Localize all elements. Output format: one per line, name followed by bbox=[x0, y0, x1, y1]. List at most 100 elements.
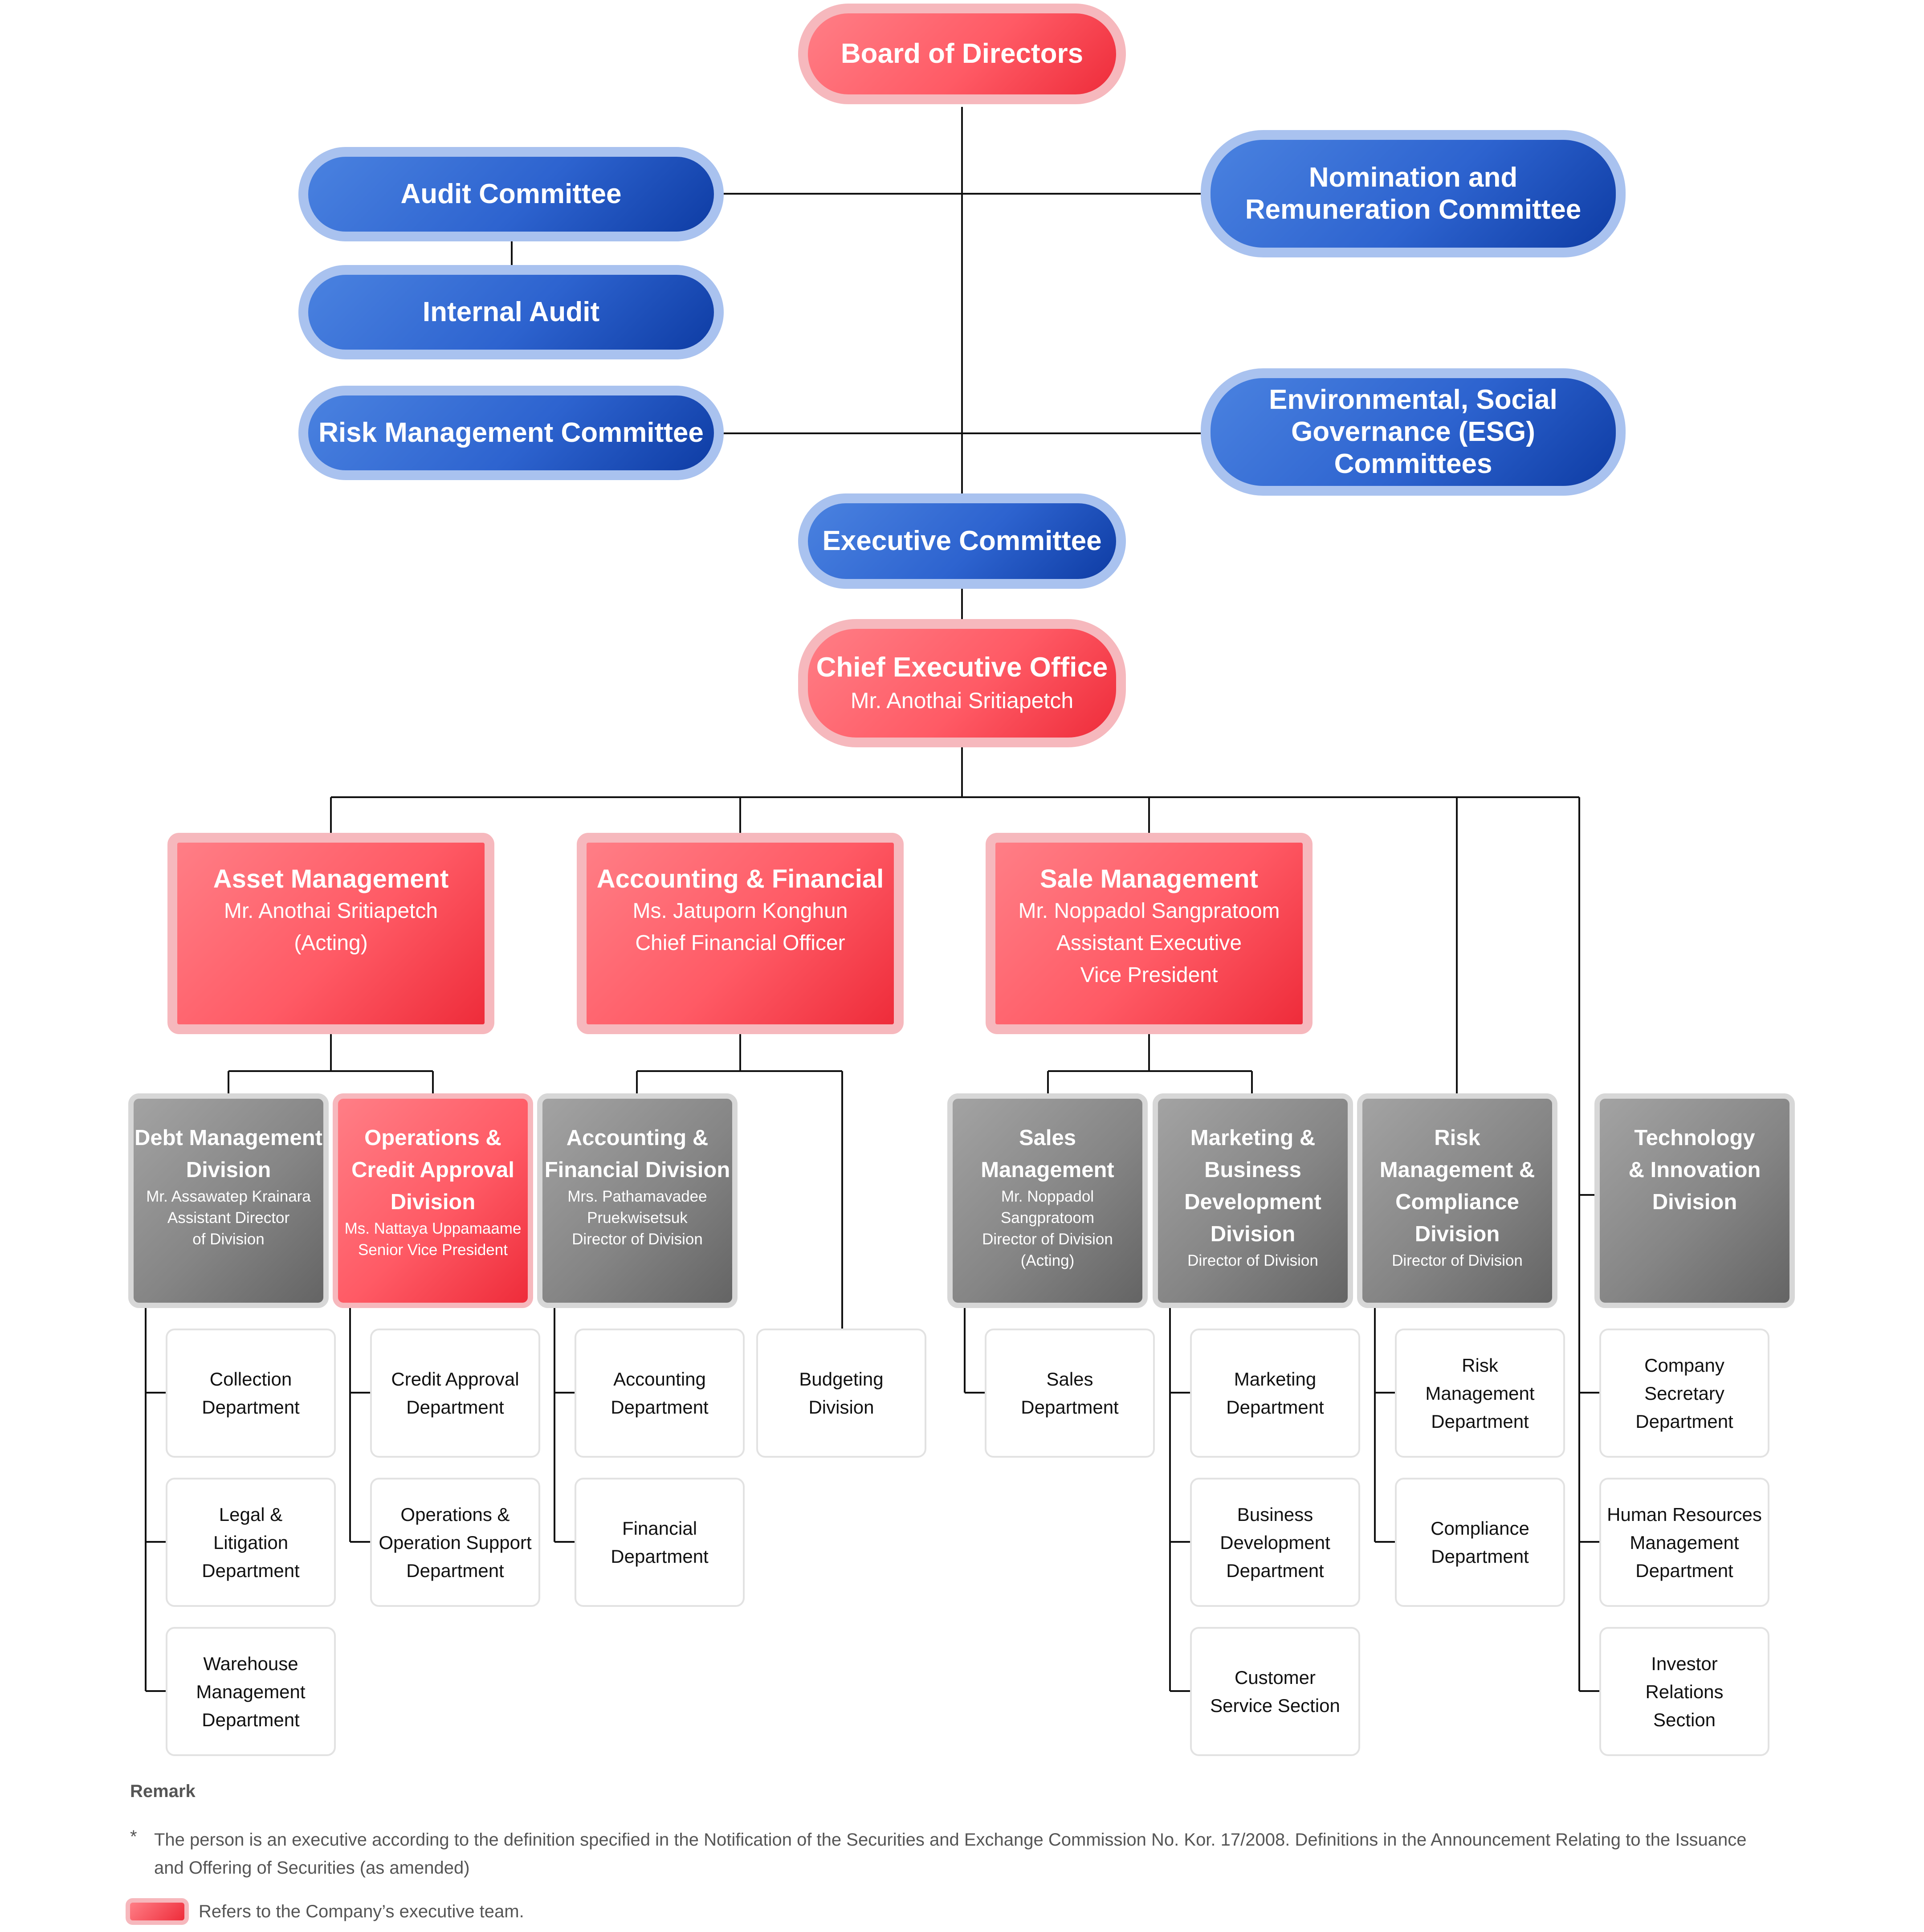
dept-label-line: Department bbox=[1431, 1546, 1529, 1567]
division-head-role: of Division bbox=[192, 1231, 265, 1248]
division-title-line: Credit Approval bbox=[351, 1158, 514, 1182]
esg-committees: Environmental, Social Governance (ESG) C… bbox=[1201, 368, 1626, 496]
remark-text: The person is an executive according to … bbox=[154, 1830, 1747, 1878]
division-head-name: Ms. Nattaya Uppamaame bbox=[344, 1220, 522, 1237]
risk-management-department: Risk Management Department bbox=[1395, 1329, 1565, 1458]
dept-label-line: Department bbox=[202, 1709, 300, 1730]
dept-label-line: Secretary bbox=[1644, 1382, 1724, 1404]
division-title-line: Accounting & bbox=[566, 1126, 709, 1150]
division-title-line: Risk bbox=[1434, 1126, 1480, 1150]
financial-department: Financial Department bbox=[575, 1478, 745, 1607]
esg-line-1: Environmental, Social bbox=[1269, 384, 1557, 415]
division-head-name: Sangpratoom bbox=[1000, 1209, 1095, 1227]
division-title-line: Division bbox=[1652, 1190, 1737, 1214]
accounting-financial-role: Chief Financial Officer bbox=[635, 931, 845, 955]
risk-management-compliance-division: Risk Management & Compliance Division Di… bbox=[1357, 1093, 1557, 1308]
customer-service-section: Customer Service Section bbox=[1190, 1627, 1360, 1756]
division-title-line: Technology bbox=[1634, 1126, 1755, 1150]
dept-label-line: Department bbox=[1635, 1410, 1733, 1432]
dept-label-line: Section bbox=[1653, 1709, 1716, 1730]
dept-label-line: Service Section bbox=[1210, 1695, 1340, 1716]
division-head-role: (Acting) bbox=[1020, 1252, 1075, 1269]
legend-text: Refers to the Company’s executive team. bbox=[199, 1902, 524, 1921]
human-resources-management-department: Human Resources Management Department bbox=[1599, 1478, 1769, 1607]
marketing-department: Marketing Department bbox=[1190, 1329, 1360, 1458]
asset-management-role: (Acting) bbox=[294, 931, 368, 955]
dept-label-line: Management bbox=[1630, 1532, 1739, 1553]
dept-label-line: Financial bbox=[622, 1518, 697, 1539]
technology-innovation-division: Technology & Innovation Division bbox=[1594, 1093, 1795, 1308]
division-title-line: Business bbox=[1204, 1158, 1301, 1182]
executive-committee: Executive Committee bbox=[798, 493, 1126, 589]
board-of-directors: Board of Directors bbox=[798, 4, 1126, 104]
dept-label-line: Management bbox=[1425, 1382, 1535, 1404]
executive-legend-swatch bbox=[126, 1898, 189, 1925]
division-title-line: Financial Division bbox=[544, 1158, 730, 1182]
dept-label-line: Development bbox=[1220, 1532, 1330, 1553]
division-title-line: & Innovation bbox=[1628, 1158, 1761, 1182]
dept-label-line: Human Resources bbox=[1607, 1504, 1762, 1525]
division-head-role: Director of Division bbox=[572, 1231, 703, 1248]
division-title-line: Compliance bbox=[1395, 1190, 1519, 1214]
sales-department: Sales Department bbox=[985, 1329, 1155, 1458]
dept-label-line: Marketing bbox=[1234, 1369, 1317, 1390]
operations-credit-approval-division: Operations & Credit Approval Division Ms… bbox=[333, 1093, 533, 1308]
division-head-role: Senior Vice President bbox=[358, 1241, 508, 1259]
accounting-financial-name: Ms. Jatuporn Konghun bbox=[632, 899, 848, 923]
dept-label-line: Risk bbox=[1462, 1354, 1498, 1376]
asset-management-box: Asset Management Mr. Anothai Sritiapetch… bbox=[167, 833, 494, 1034]
dept-label-line: Department bbox=[611, 1397, 709, 1418]
dept-label-line: Department bbox=[611, 1546, 709, 1567]
marketing-business-development-division: Marketing & Business Development Divisio… bbox=[1153, 1093, 1353, 1308]
dept-label-line: Department bbox=[406, 1560, 504, 1581]
accounting-financial-division: Accounting & Financial Division Mrs. Pat… bbox=[537, 1093, 738, 1308]
division-head-name: Pruekwisetsuk bbox=[587, 1209, 688, 1227]
dept-label-line: Department bbox=[202, 1560, 300, 1581]
sale-management-name: Mr. Noppadol Sangpratoom bbox=[1018, 899, 1280, 923]
dept-label-line: Accounting bbox=[613, 1369, 706, 1390]
sale-management-role-1: Assistant Executive bbox=[1056, 931, 1242, 955]
sales-management-division: Sales Management Mr. Noppadol Sangpratoo… bbox=[947, 1093, 1148, 1308]
compliance-department: Compliance Department bbox=[1395, 1478, 1565, 1607]
collection-department: Collection Department bbox=[166, 1329, 336, 1458]
internal-audit-title: Internal Audit bbox=[422, 297, 600, 327]
dept-label-line: Business bbox=[1237, 1504, 1313, 1525]
esg-line-2: Governance (ESG) Committees bbox=[1291, 416, 1535, 479]
audit-committee-title: Audit Committee bbox=[400, 179, 622, 209]
dept-label-line: Budgeting bbox=[799, 1369, 884, 1390]
division-title-line: Division bbox=[186, 1158, 271, 1182]
dept-label-line: Company bbox=[1644, 1354, 1724, 1376]
division-title-line: Development bbox=[1184, 1190, 1321, 1214]
division-head-name: Mrs. Pathamavadee bbox=[567, 1188, 707, 1205]
division-title-line: Division bbox=[1210, 1222, 1296, 1246]
division-title-line: Management & bbox=[1379, 1158, 1535, 1182]
division-title-line: Division bbox=[1414, 1222, 1500, 1246]
dept-label-line: Warehouse bbox=[203, 1653, 298, 1674]
ceo-name: Mr. Anothai Sritiapetch bbox=[850, 688, 1074, 713]
division-head-role: Director of Division bbox=[1392, 1252, 1523, 1269]
division-title-line: Sales bbox=[1019, 1126, 1076, 1150]
accounting-financial-box: Accounting & Financial Ms. Jatuporn Kong… bbox=[577, 833, 904, 1034]
dept-label-line: Credit Approval bbox=[391, 1369, 519, 1390]
dept-label-line: Management bbox=[196, 1681, 306, 1702]
dept-label-line: Relations bbox=[1645, 1681, 1724, 1702]
dept-label-line: Department bbox=[1226, 1397, 1324, 1418]
division-title-line: Debt Management bbox=[134, 1126, 322, 1150]
risk-management-committee: Risk Management Committee bbox=[298, 386, 724, 480]
dept-label-line: Department bbox=[1635, 1560, 1733, 1581]
division-head-role: Director of Division bbox=[982, 1231, 1113, 1248]
sale-management-box: Sale Management Mr. Noppadol Sangpratoom… bbox=[986, 833, 1313, 1034]
asset-management-name: Mr. Anothai Sritiapetch bbox=[224, 899, 438, 923]
dept-label-line: Compliance bbox=[1431, 1518, 1529, 1539]
warehouse-management-department: Warehouse Management Department bbox=[166, 1627, 336, 1756]
remark-title: Remark bbox=[130, 1781, 196, 1801]
operations-support-department: Operations & Operation Support Departmen… bbox=[370, 1478, 540, 1607]
sale-management-role-2: Vice President bbox=[1080, 963, 1218, 987]
dept-label-line: Legal & bbox=[219, 1504, 283, 1525]
division-head-role: Director of Division bbox=[1187, 1252, 1318, 1269]
dept-label-line: Collection bbox=[209, 1369, 292, 1390]
sale-management-title: Sale Management bbox=[1040, 864, 1258, 893]
credit-approval-department: Credit Approval Department bbox=[370, 1329, 540, 1458]
division-head-name: Mr. Noppadol bbox=[1001, 1188, 1094, 1205]
